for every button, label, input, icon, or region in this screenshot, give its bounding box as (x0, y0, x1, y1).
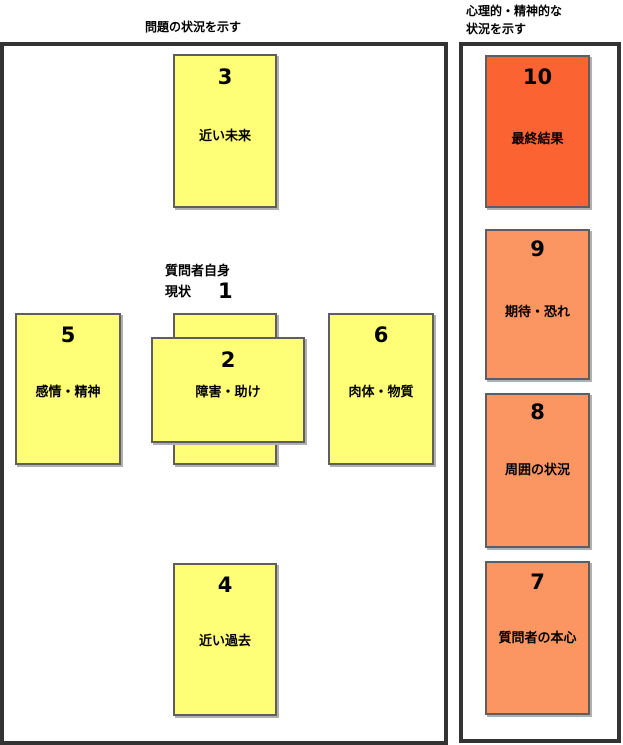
card-number: 10 (522, 65, 553, 89)
card-10-final-result: 10 最終結果 (485, 55, 590, 208)
card-number: 7 (530, 570, 545, 594)
card-1-caption-line1: 質問者自身 (165, 264, 231, 279)
card-number: 6 (373, 323, 389, 347)
card-number: 2 (220, 348, 236, 372)
card-1-caption-line2: 現状 (165, 285, 192, 300)
card-label: 障害・助け (195, 385, 261, 400)
card-label: 最終結果 (511, 132, 564, 147)
card-7-true-feelings: 7 質問者の本心 (485, 561, 590, 715)
card-number: 4 (217, 573, 233, 597)
card-label: 期待・恐れ (504, 305, 570, 320)
card-label: 質問者の本心 (498, 631, 577, 646)
card-1-number: 1 (218, 279, 233, 303)
right-panel-title-line2: 状況を示す (466, 22, 527, 36)
right-panel-title-line1: 心理的・精神的な (466, 4, 563, 18)
card-9-hopes-fears: 9 期待・恐れ (485, 229, 590, 380)
card-2-obstacle-help: 2 障害・助け (151, 337, 305, 443)
card-6-body-material: 6 肉体・物質 (328, 313, 434, 465)
card-label: 周囲の状況 (504, 463, 570, 478)
card-number: 3 (217, 65, 233, 89)
card-4-recent-past: 4 近い過去 (173, 563, 277, 716)
card-number: 5 (60, 323, 76, 347)
card-label: 肉体・物質 (348, 385, 414, 400)
card-5-emotion-spirit: 5 感情・精神 (15, 313, 121, 465)
card-label: 近い未来 (198, 129, 251, 144)
card-label: 感情・精神 (35, 385, 101, 400)
card-label: 近い過去 (198, 634, 251, 649)
card-number: 9 (530, 237, 545, 261)
card-8-surroundings: 8 周囲の状況 (485, 393, 590, 548)
card-number: 8 (530, 400, 545, 424)
left-panel-title: 問題の状況を示す (145, 20, 242, 34)
card-3-near-future: 3 近い未来 (173, 54, 277, 208)
